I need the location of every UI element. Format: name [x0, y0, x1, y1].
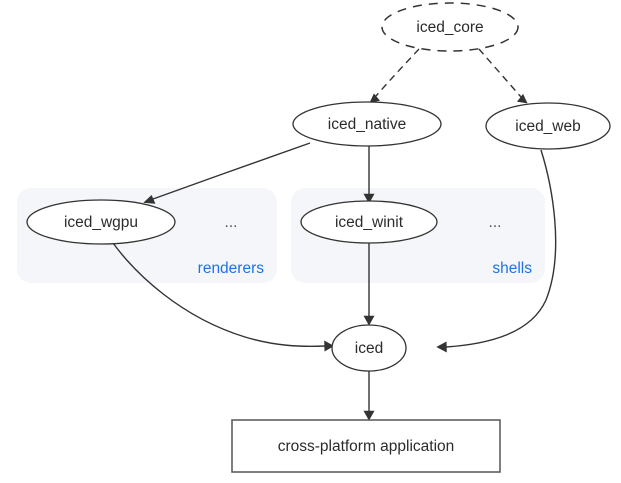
iced-winit-ellipse[interactable] — [300, 200, 438, 244]
edge-iced-winit-to-iced — [363, 243, 375, 326]
node-iced-winit[interactable]: iced_winit — [300, 200, 438, 244]
application-label: cross-platform application — [278, 438, 455, 455]
node-iced-core[interactable]: iced_core — [381, 2, 519, 52]
cluster-shells-label: shells — [492, 260, 532, 277]
application-rect[interactable] — [231, 419, 501, 473]
shells-ellipsis-label: ... — [489, 214, 502, 231]
iced-core-label: iced_core — [416, 19, 483, 36]
edge-iced-to-application — [363, 371, 375, 421]
edge-iced-core-to-iced-native — [369, 48, 420, 103]
edge-iced-native-to-iced-wgpu — [143, 142, 311, 204]
cluster-renderers-label: renderers — [198, 260, 265, 277]
renderers-ellipsis-label: ... — [225, 214, 238, 231]
iced-label: iced — [355, 340, 383, 357]
iced-wgpu-ellipse[interactable] — [26, 199, 176, 245]
edge-iced-web-to-iced — [436, 149, 557, 353]
edge-iced-core-to-iced-web — [478, 48, 528, 104]
node-iced-wgpu[interactable]: iced_wgpu — [26, 199, 176, 245]
iced-winit-label: iced_winit — [335, 214, 404, 231]
node-iced-web[interactable]: iced_web — [485, 102, 611, 150]
iced-wgpu-label: iced_wgpu — [64, 214, 138, 231]
iced-native-ellipse[interactable] — [292, 101, 442, 147]
edge-iced-wgpu-to-iced — [112, 242, 335, 352]
edge-iced-native-to-iced-winit — [363, 146, 375, 204]
iced-core-ellipse[interactable] — [381, 2, 519, 52]
node-iced-native[interactable]: iced_native — [292, 101, 442, 147]
iced-native-label: iced_native — [328, 116, 406, 133]
iced-web-ellipse[interactable] — [485, 102, 611, 150]
iced-ellipse[interactable] — [331, 324, 407, 372]
node-iced[interactable]: iced — [331, 324, 407, 372]
iced-web-label: iced_web — [515, 118, 581, 135]
node-cross-platform-application[interactable]: cross-platform application — [231, 419, 501, 473]
